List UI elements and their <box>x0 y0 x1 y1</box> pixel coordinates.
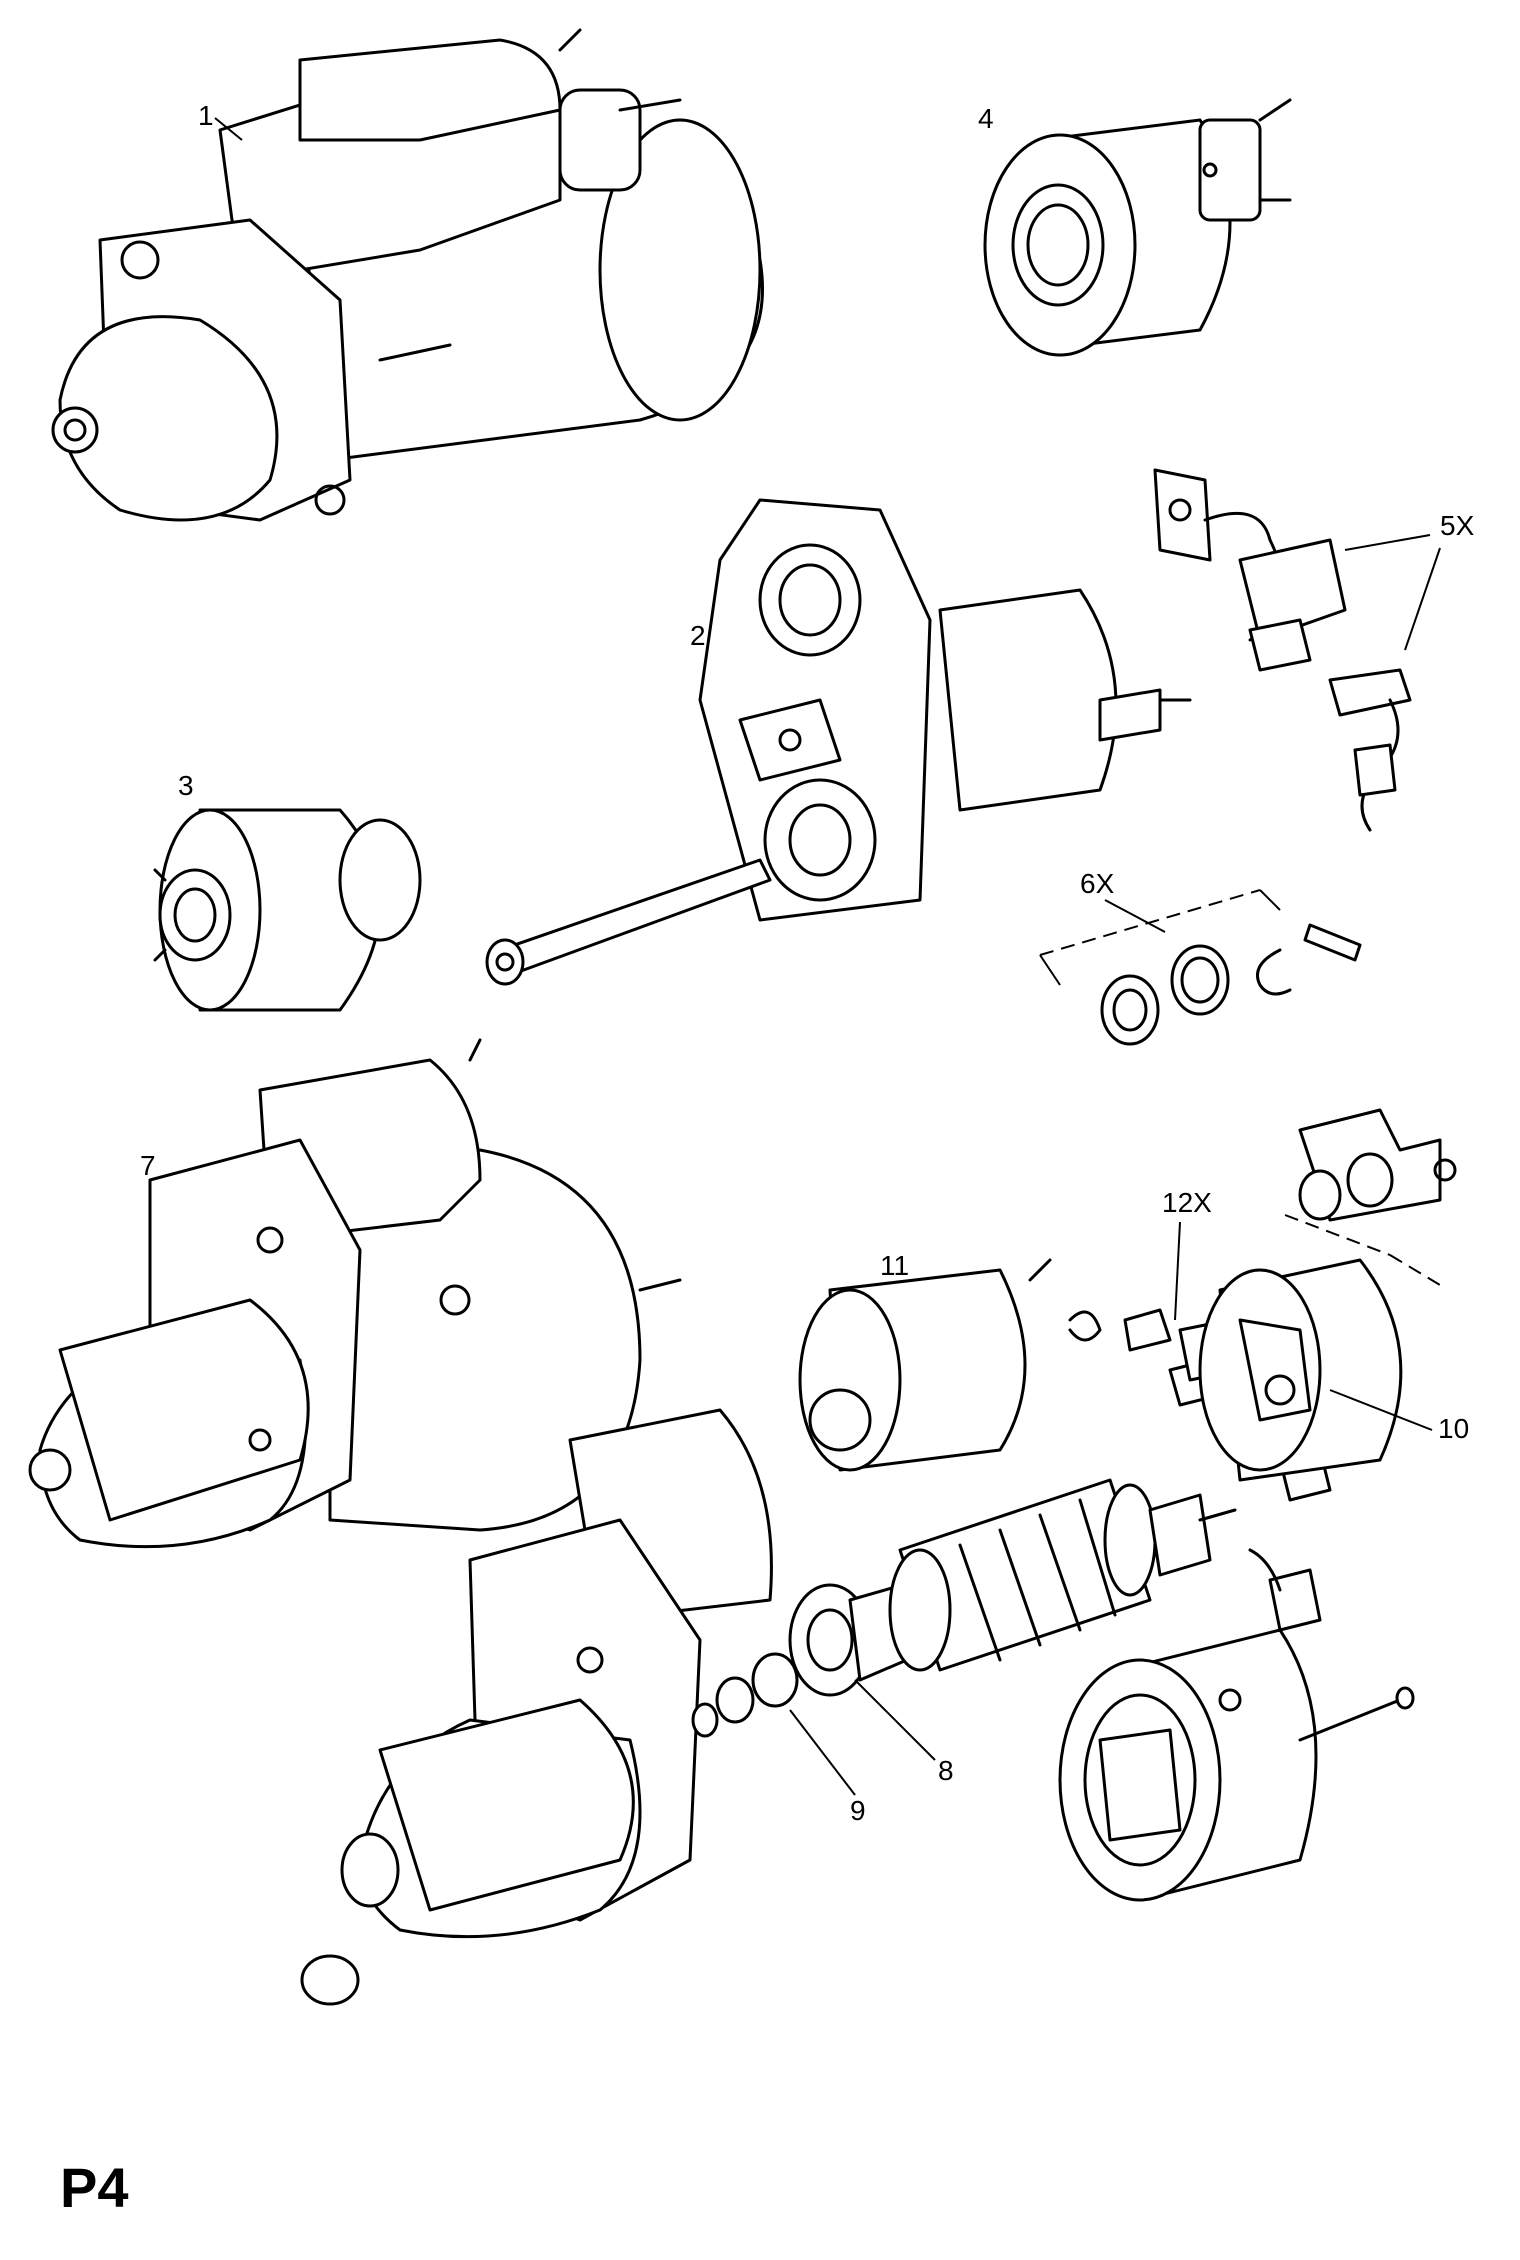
part-6x-bushing-kit <box>1039 889 1362 1046</box>
callout-7: 7 <box>140 1150 156 1181</box>
part-4-solenoid-switch <box>983 98 1292 357</box>
callout-6x: 6X <box>1080 868 1115 899</box>
page-code: P4 <box>60 2156 129 2219</box>
exploded-drive-housing <box>300 1408 773 2006</box>
callout-9: 9 <box>850 1795 866 1826</box>
callout-2: 2 <box>690 620 706 651</box>
callout-5x: 5X <box>1440 510 1475 541</box>
part-10-end-cover <box>1198 1258 1403 1482</box>
callout-8: 8 <box>938 1755 954 1786</box>
armature <box>888 1478 1237 1672</box>
part-5x-brush-set <box>1153 468 1412 832</box>
callout-11: 11 <box>880 1250 909 1281</box>
part-1-starter-motor <box>51 28 764 522</box>
part-11-solenoid <box>798 1258 1102 1472</box>
callout-10: 10 <box>1438 1413 1469 1444</box>
part-7-starter-motor <box>28 1038 682 1549</box>
callout-1: 1 <box>198 100 214 131</box>
callout-3: 3 <box>178 770 194 801</box>
field-frame <box>1058 1548 1415 1902</box>
callout-4: 4 <box>978 103 994 134</box>
part-3-pinion <box>153 808 422 1012</box>
part-9-washer <box>691 1652 799 1738</box>
callout-12x: 12X <box>1162 1187 1212 1218</box>
part-2-drive-housing <box>485 498 1192 986</box>
